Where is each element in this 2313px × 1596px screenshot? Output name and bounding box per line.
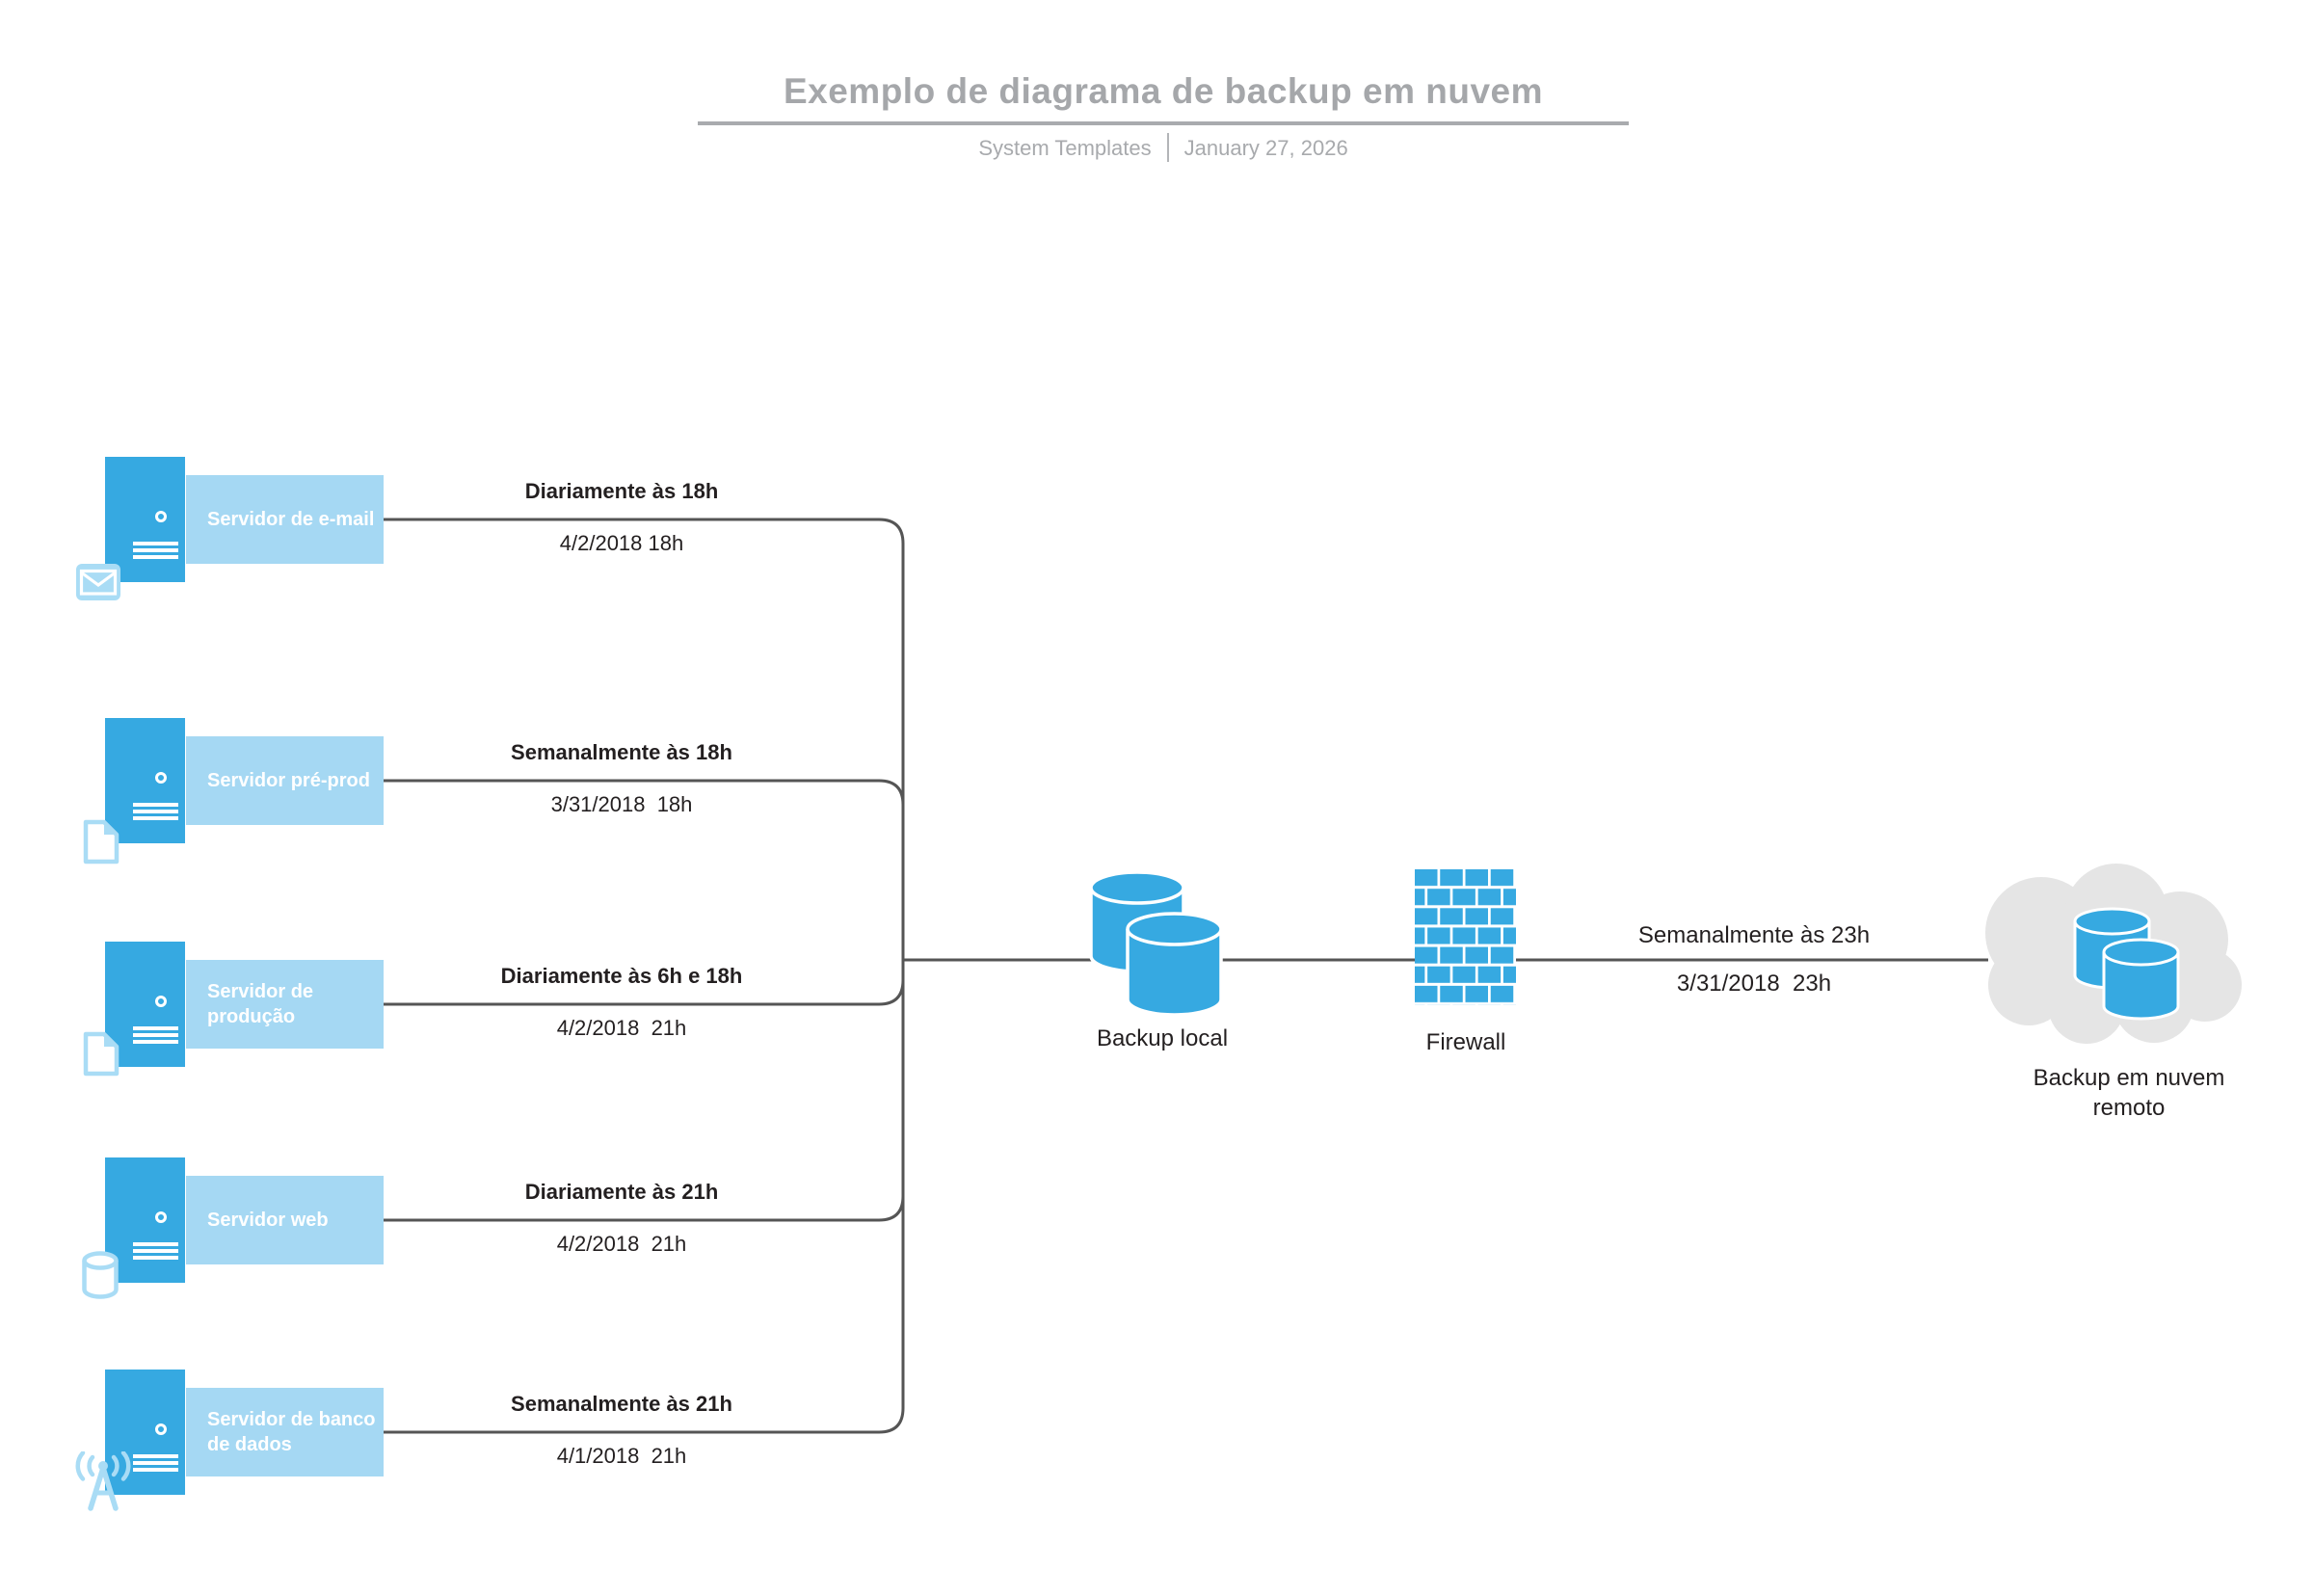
subtitle-separator (1166, 133, 1169, 162)
schedule-label: Diariamente às 21h (524, 1180, 719, 1204)
connector-preprod (384, 779, 905, 960)
server-label: Servidor de produção (186, 960, 384, 1049)
cloud-schedule-date: 3/31/2018 23h (1676, 971, 1832, 997)
server-label: Servidor pré-prod (186, 736, 384, 825)
database-stack-icon (1089, 870, 1223, 1017)
server-tower-icon (105, 1157, 185, 1283)
cloud-database-icon (1985, 864, 2242, 1044)
server-label: Servidor de banco de dados (186, 1388, 384, 1476)
subtitle: System Templates January 27, 2026 (681, 133, 1645, 164)
schedule-label: Semanalmente às 18h (511, 740, 732, 764)
antenna-icon (71, 1450, 135, 1511)
schedule-date: 4/2/2018 21h (556, 1232, 687, 1256)
server-tower-icon (105, 1370, 185, 1495)
schedule-date: 4/2/2018 18h (559, 531, 684, 555)
schedule-label: Diariamente às 6h e 18h (500, 964, 743, 988)
connector-bancodados (384, 960, 905, 1434)
server-label: Servidor web (186, 1176, 384, 1264)
schedule-date: 4/1/2018 21h (556, 1444, 687, 1468)
power-led (155, 1211, 167, 1223)
page-title: Exemplo de diagrama de backup em nuvem (783, 71, 1544, 111)
subtitle-author: System Templates (978, 135, 1152, 160)
title-underline (698, 121, 1629, 125)
cloud-schedule-label: Semanalmente às 23h (1637, 922, 1871, 948)
cloud-label: Backup em nuvem remoto (2033, 1065, 2225, 1122)
envelope-icon (76, 564, 120, 600)
server-tower-icon (105, 718, 185, 843)
power-led (155, 511, 167, 522)
database-icon (81, 1251, 120, 1299)
power-led (155, 996, 167, 1007)
subtitle-date: January 27, 2026 (1183, 135, 1348, 160)
schedule-date: 4/2/2018 21h (556, 1016, 687, 1040)
power-led (155, 1423, 167, 1435)
schedule-label: Semanalmente às 21h (511, 1392, 732, 1416)
connector-email (384, 518, 905, 960)
backup-local-label: Backup local (1096, 1025, 1229, 1051)
firewall-label: Firewall (1425, 1029, 1506, 1055)
schedule-label: Diariamente às 18h (524, 479, 719, 503)
document-icon (83, 1031, 120, 1077)
server-label: Servidor de e-mail (186, 475, 384, 564)
document-icon (83, 819, 120, 864)
power-led (155, 772, 167, 784)
brick-wall-icon (1415, 869, 1516, 1005)
server-tower-icon (105, 457, 185, 582)
schedule-date: 3/31/2018 18h (550, 792, 693, 816)
